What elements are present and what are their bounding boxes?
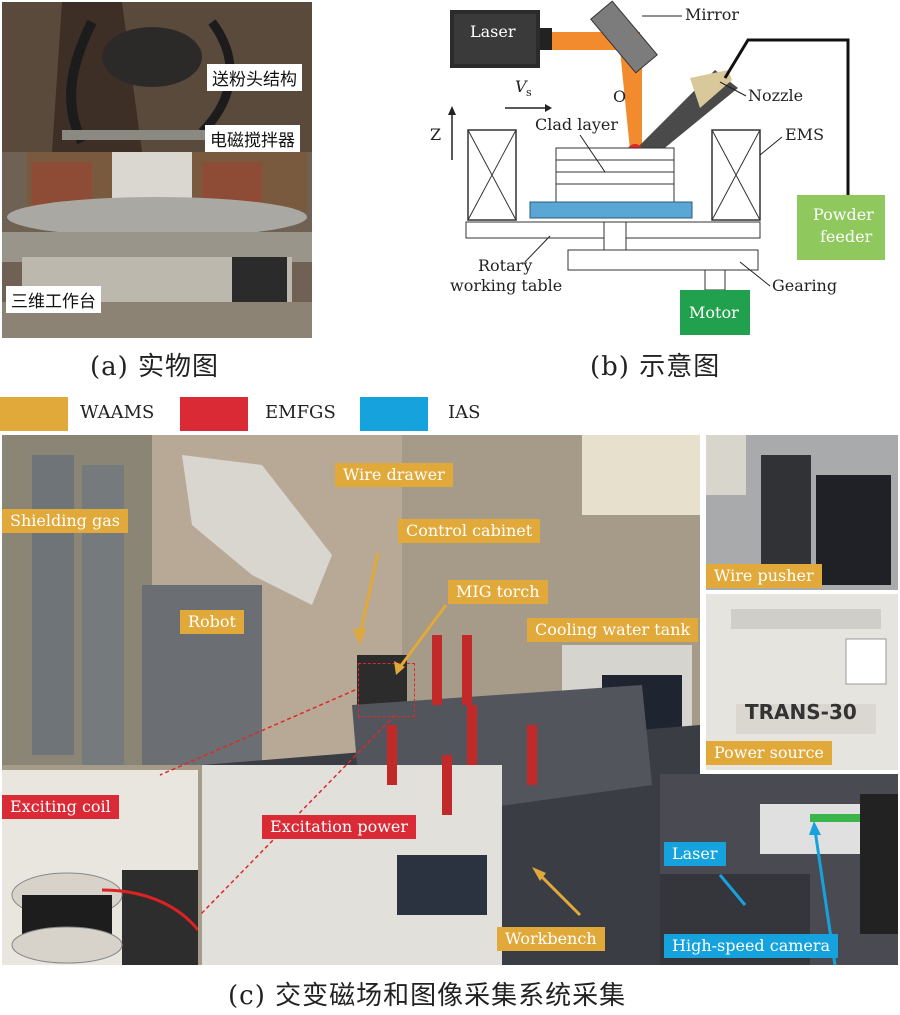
o-label: O — [613, 87, 626, 106]
high-speed-camera-illustration — [660, 774, 898, 965]
label-3d-worktable: 三维工作台 — [6, 286, 101, 313]
substrate — [529, 201, 693, 219]
tag-control-cabinet: Control cabinet — [398, 519, 541, 543]
powder-feeder-label-1: Powder — [813, 205, 874, 224]
panel-c-illustration — [2, 435, 700, 965]
ems-label: EMS — [785, 125, 824, 144]
tag-workbench: Workbench — [497, 927, 605, 951]
legend-swatch-emfgs — [180, 397, 248, 431]
gearing-label: Gearing — [772, 276, 837, 295]
legend-label-waams: WAAMS — [80, 402, 155, 423]
panel-b-schematic: Laser Mirror V s O Nozzle Z EMS Clad lay… — [430, 0, 885, 335]
rotary-table-right — [625, 221, 761, 239]
motor-label: Motor — [689, 303, 739, 322]
motor — [680, 290, 750, 335]
mirror — [590, 0, 658, 74]
caption-b: (b) 示意图 — [590, 352, 721, 382]
tag-excitation-power: Excitation power — [262, 815, 417, 839]
legend-swatch-waams — [0, 397, 68, 431]
legend-label-emfgs: EMFGS — [265, 402, 336, 423]
tag-mig-torch: MIG torch — [448, 580, 548, 604]
powder-line — [723, 38, 850, 195]
z-label: Z — [430, 125, 441, 144]
legend-label-ias: IAS — [448, 402, 481, 423]
tag-shielding-gas: Shielding gas — [2, 509, 128, 533]
rotary-label-2: working table — [450, 276, 562, 295]
high-speed-camera-photo — [660, 774, 898, 965]
vs-sub-label: s — [526, 86, 532, 99]
mig-torch-highlight-box — [358, 663, 415, 717]
rotary-label-1: Rotary — [478, 256, 532, 275]
tag-cooling-water-tank: Cooling water tank — [527, 618, 699, 642]
power-source-photo — [706, 594, 898, 770]
gearing — [567, 249, 759, 271]
caption-c: (c) 交变磁场和图像采集系统采集 — [228, 981, 627, 1011]
tag-wire-drawer: Wire drawer — [335, 463, 453, 487]
legend-swatch-ias — [360, 397, 428, 431]
tag-laser: Laser — [664, 842, 726, 866]
vs-label: V — [515, 77, 528, 96]
nozzle-label: Nozzle — [748, 86, 803, 105]
tag-high-speed-camera: High-speed camera — [664, 934, 839, 958]
powder-feeder — [797, 195, 885, 260]
power-source-illustration — [706, 594, 898, 770]
laser-label: Laser — [470, 22, 516, 41]
trans-30-label: TRANS-30 — [745, 700, 857, 724]
powder-feeder-label-2: feeder — [820, 227, 873, 246]
rotary-table-left — [465, 221, 605, 239]
label-powder-head-structure: 送粉头结构 — [207, 64, 302, 91]
label-electromagnetic-stirrer: 电磁搅拌器 — [205, 125, 300, 152]
tag-wire-pusher: Wire pusher — [706, 564, 822, 588]
mirror-label: Mirror — [685, 5, 739, 24]
panel-c-leader-lines — [159, 552, 837, 965]
tag-exciting-coil: Exciting coil — [2, 795, 119, 819]
tag-power-source: Power source — [706, 741, 832, 765]
panel-c-main-photo — [2, 435, 700, 965]
clad-layer-label: Clad layer — [535, 115, 618, 134]
caption-a: (a) 实物图 — [90, 352, 220, 382]
tag-robot: Robot — [180, 610, 244, 634]
